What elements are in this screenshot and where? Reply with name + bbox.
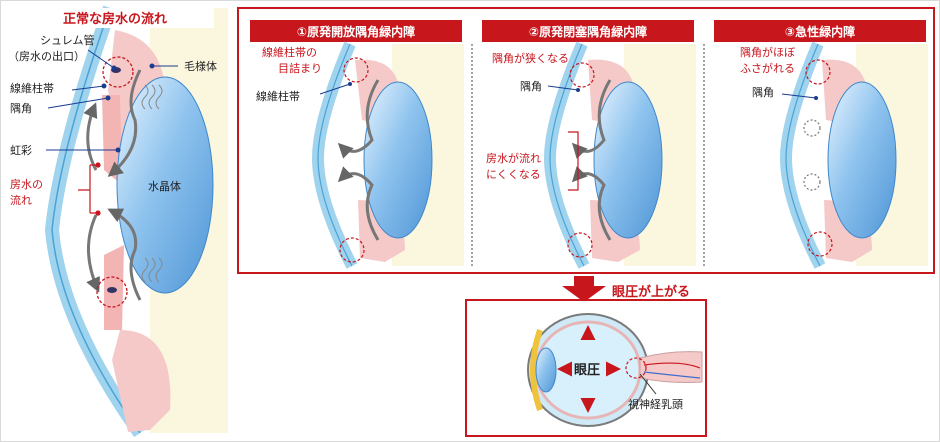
result-headline: 眼圧が上がる [612,284,690,300]
panel-title-bar [714,20,926,42]
zonule-fibers [141,84,163,283]
flow-label-2: 流れ [10,193,32,207]
optic-disc-label: 視神経乳頭 [628,397,683,411]
panel-label: 隅角 [752,86,774,99]
panel-open-angle: ①原発開放隅角緑内障 線維柱帯の 目詰まり 線維柱帯 [250,20,464,269]
normal-title: 正常な房水の流れ [63,11,167,27]
trabecular-label: 線維柱帯 [10,81,54,95]
lens-shape [535,347,557,393]
schlemm-label: シュレム管 [40,33,95,47]
angle-label: 隅角 [10,102,32,115]
panel-note: 線維柱帯の [262,45,317,59]
flow-arrow [107,69,142,177]
angle-highlight [102,56,134,88]
flow-arrow [83,102,98,171]
panel-note: 隅角がほぼ [740,45,795,59]
iris-shape [530,329,543,411]
panel-title: ③急性緑内障 [785,24,855,39]
optic-disc-highlight [625,357,647,379]
lens-label: 水晶体 [148,179,181,193]
pressure-label: 眼圧 [574,363,600,378]
flow-label: 房水の [10,178,43,191]
result-panel: 眼圧 視神経乳頭 [465,299,707,437]
panel-acute: ③急性緑内障 隅角がほぼ ふさがれる 隅角 [714,20,928,269]
crystalline-lens [116,76,214,294]
panel-note-3: 房水が流れ [486,151,541,165]
optic-nerve [639,351,703,383]
flow-arrow [86,214,100,293]
panel-title: ①原発開放隅角緑内障 [297,24,415,39]
panel-note: 隅角が狭くなる [492,51,569,65]
iris-label: 虹彩 [10,144,32,157]
panel-label: 隅角 [520,80,542,93]
down-arrow [562,276,606,302]
panel-note-2: ふさがれる [740,61,795,75]
schlemm-canal [107,287,117,293]
panel-label: 線維柱帯 [256,89,300,103]
ciliary-body-lower [112,330,171,432]
panel-title-bar [250,20,462,42]
normal-eye-panel [4,5,228,438]
glaucoma-types-frame [237,7,935,274]
panel-note-4: にくくなる [486,168,541,181]
panel-closed-angle: ②原発閉塞隅角緑内障 隅角が狭くなる 隅角 房水が流れ にくくなる [482,20,696,269]
panel-title: ②原発閉塞隅角緑内障 [529,24,647,39]
panel-note-2: 目詰まり [278,61,322,75]
panel-title-bar [482,20,694,42]
angle-highlight [96,276,128,308]
schlemm-sub-label: （房水の出口） [8,49,85,63]
flow-arrow [107,208,142,301]
ciliary-label: 毛様体 [184,59,217,73]
